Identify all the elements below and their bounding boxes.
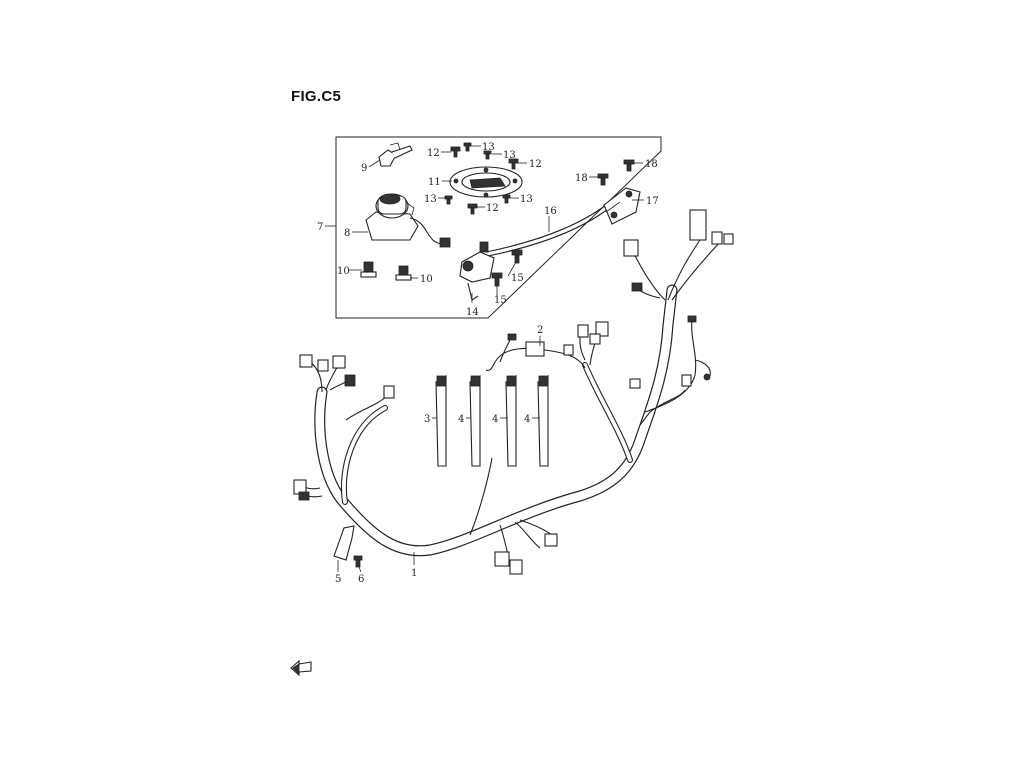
callout-1: 1 xyxy=(411,568,417,579)
callout-13: 13 xyxy=(520,194,533,205)
callout-2: 2 xyxy=(537,325,543,336)
bolt-10-right xyxy=(395,265,412,281)
callout-8: 8 xyxy=(344,228,350,239)
callout-labels: 1 2 3 4 4 4 5 6 7 8 9 10 10 11 12 12 12 … xyxy=(317,142,659,585)
callout-12: 12 xyxy=(486,203,499,214)
callout-18: 18 xyxy=(575,173,588,184)
figure-title: FIG.C5 xyxy=(291,88,342,105)
screw-13 xyxy=(444,195,453,205)
callout-10: 10 xyxy=(420,274,433,285)
cable-tie-4 xyxy=(537,375,549,467)
screw-15-lower xyxy=(491,272,503,287)
latch-bracket xyxy=(603,187,641,225)
ignition-key xyxy=(378,142,413,167)
screw-13 xyxy=(463,142,472,152)
main-harness xyxy=(299,239,723,566)
lock-cable xyxy=(479,204,609,257)
callout-4: 4 xyxy=(524,414,530,425)
leader-lines xyxy=(325,145,644,573)
seat-lock xyxy=(459,251,495,301)
callout-6: 6 xyxy=(358,574,364,585)
cable-tie-3 xyxy=(435,375,447,467)
callout-7: 7 xyxy=(317,222,323,233)
callout-16: 16 xyxy=(544,206,557,217)
callout-4: 4 xyxy=(492,414,498,425)
screw-12 xyxy=(508,158,519,170)
connectors xyxy=(293,209,734,575)
screw-12 xyxy=(467,203,478,215)
front-direction-arrow-icon xyxy=(290,659,312,677)
callout-5: 5 xyxy=(335,574,341,585)
callout-10: 10 xyxy=(337,266,350,277)
ignition-switch xyxy=(365,193,451,248)
harness-clamp xyxy=(333,525,355,561)
cable-tie-4 xyxy=(505,375,517,467)
screw-15-upper xyxy=(511,249,523,264)
callout-12: 12 xyxy=(529,159,542,170)
callout-13: 13 xyxy=(482,142,495,153)
inset-frame xyxy=(335,136,662,319)
callout-12: 12 xyxy=(427,148,440,159)
bolt-6 xyxy=(353,555,363,568)
callout-11: 11 xyxy=(428,177,441,188)
screw-13 xyxy=(502,194,511,204)
bolt-10-left xyxy=(360,261,377,278)
callout-4: 4 xyxy=(458,414,464,425)
cap-ring xyxy=(449,166,523,198)
callout-13: 13 xyxy=(503,150,516,161)
screw-18-lower xyxy=(597,173,609,186)
callout-13: 13 xyxy=(424,194,437,205)
screw-13 xyxy=(483,150,492,160)
screw-18-upper xyxy=(623,159,635,172)
callout-9: 9 xyxy=(361,163,367,174)
callout-18: 18 xyxy=(645,159,658,170)
screw-12 xyxy=(450,146,461,158)
callout-14: 14 xyxy=(466,307,479,318)
callout-17: 17 xyxy=(646,196,659,207)
cable-tie-4 xyxy=(469,375,481,467)
callout-3: 3 xyxy=(424,414,430,425)
callout-15: 15 xyxy=(511,273,524,284)
callout-15: 15 xyxy=(494,295,507,306)
